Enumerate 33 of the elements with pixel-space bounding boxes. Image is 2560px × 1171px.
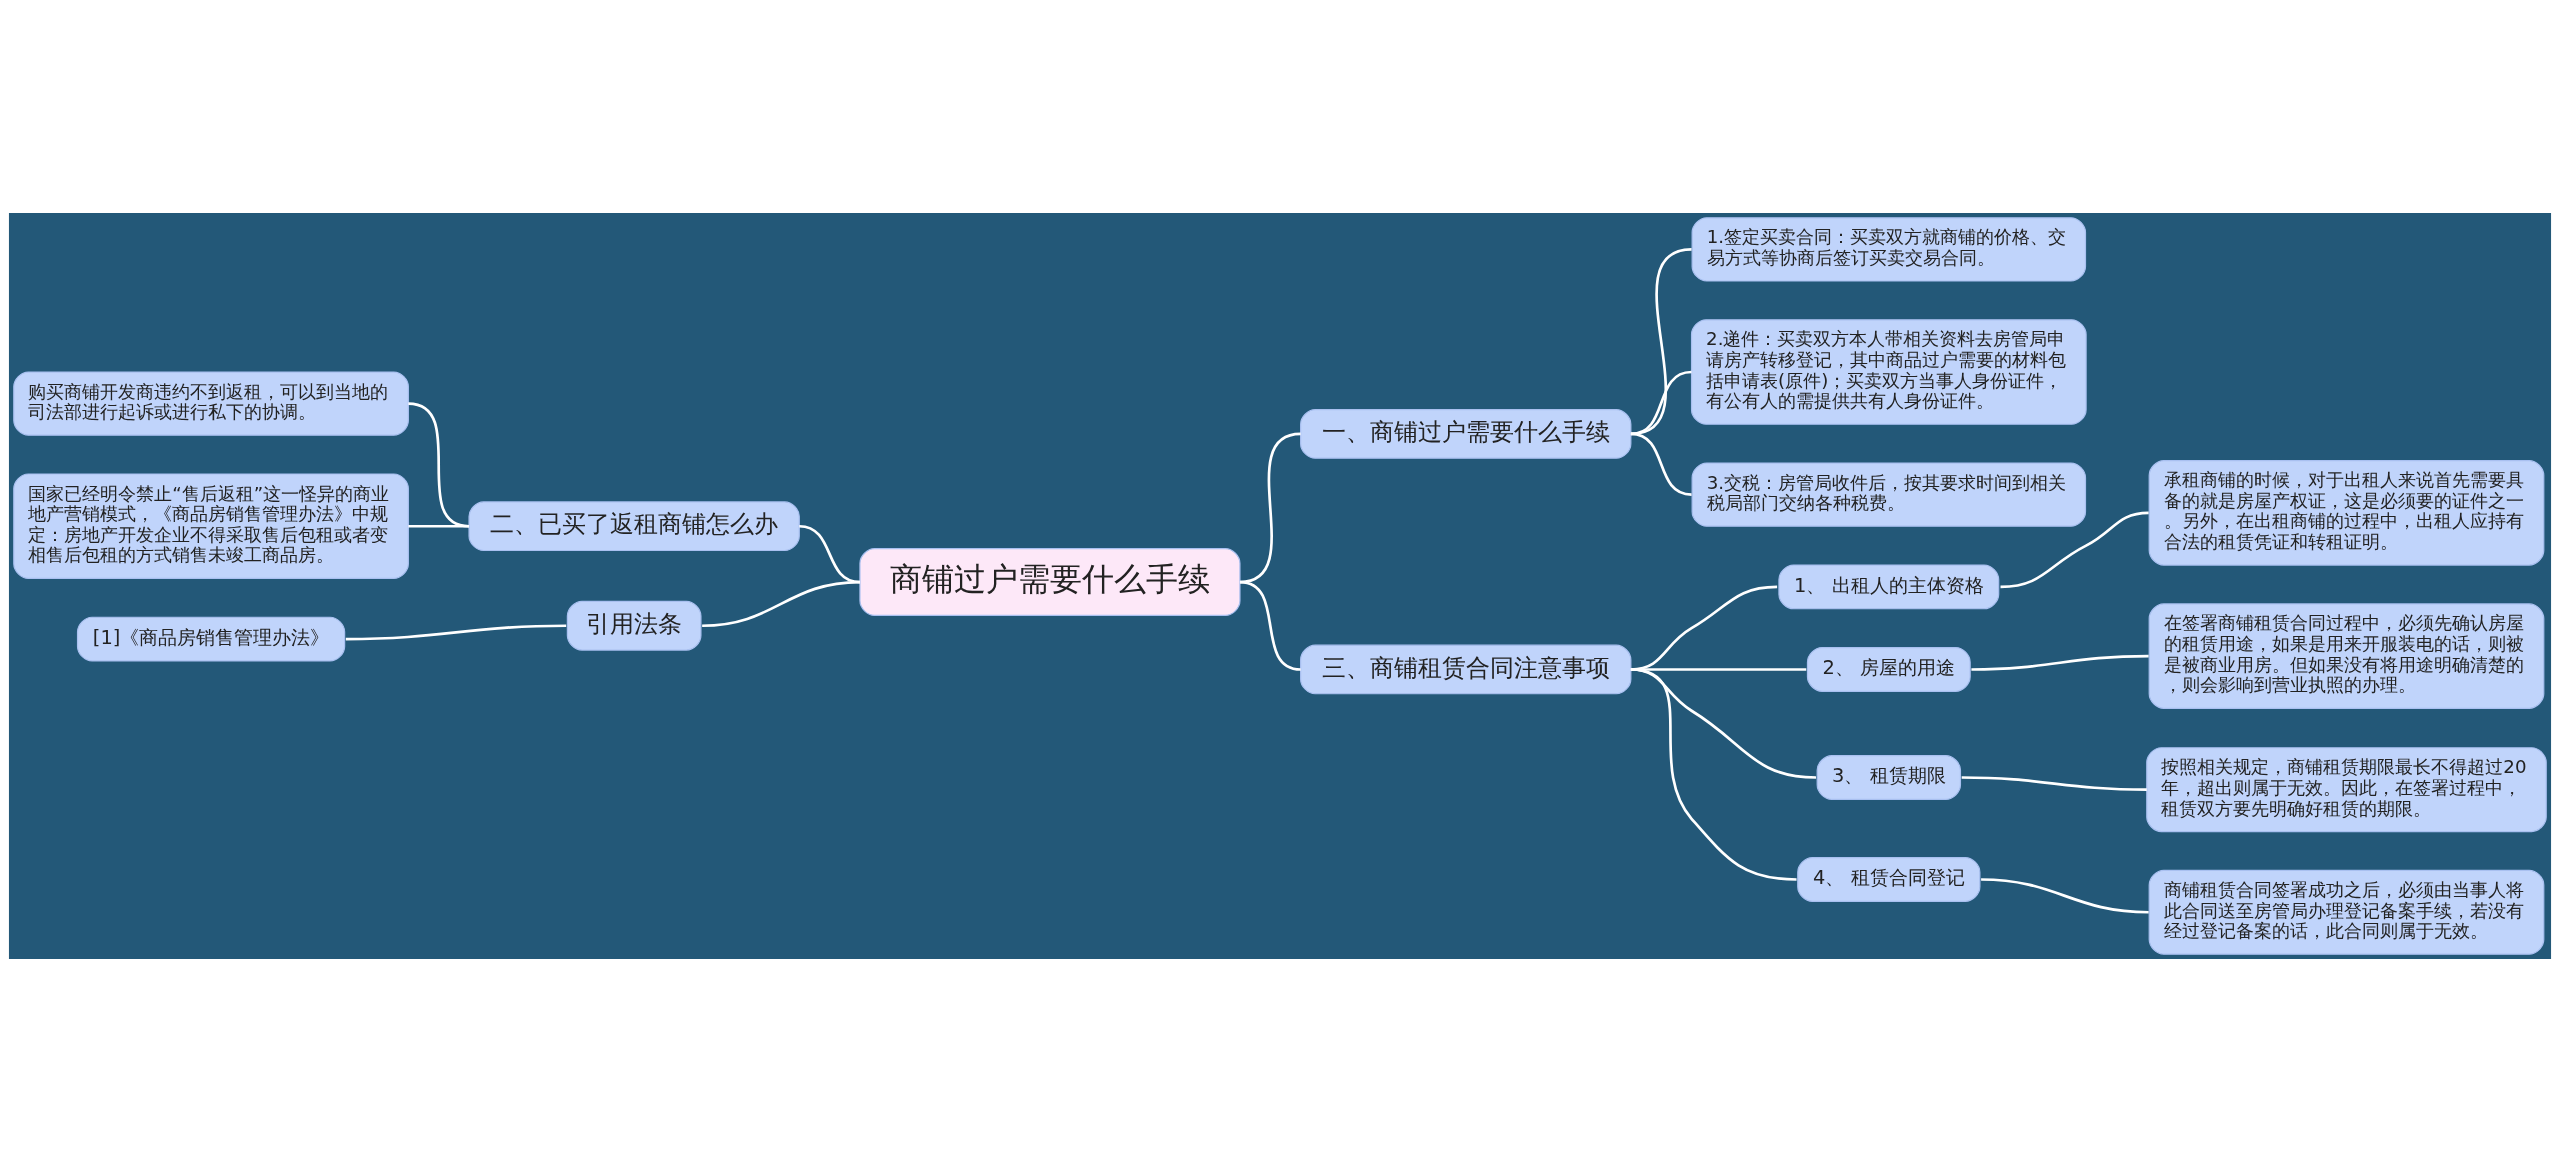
connector xyxy=(1981,877,2149,914)
node-box: 2、 房屋的用途 xyxy=(1806,646,1971,692)
node-box: 按照相关规定，商铺租赁期限最长不得超过20年，超出则属于无效。因此，在签署过程中，租赁双方要先明确好租赁的期限。 xyxy=(2146,746,2547,832)
connector xyxy=(1630,667,1797,881)
node-box: 1.签定买卖合同：买卖双方就商铺的价格、交易方式等协商后签订买卖交易合同。 xyxy=(1691,216,2087,282)
node-box: [1]《商品房销售管理办法》 xyxy=(76,616,346,662)
connector xyxy=(1630,432,1692,496)
connector xyxy=(2000,511,2149,588)
node-box: 3.交税：房管局收件后，按其要求时间到相关税局部门交纳各种税费。 xyxy=(1691,461,2087,527)
node-box: 1、 出租人的主体资格 xyxy=(1778,563,2000,609)
node-box: 三、商铺租赁合同注意事项 xyxy=(1300,644,1632,694)
node-box: 2.递件：买卖双方本人带相关资料去房管局申请房产转移登记，其中商品过户需要的材料包括申请表(原件)；买卖双方当事人身份证件，有公有人的需提供共有人身份证件。 xyxy=(1690,318,2087,425)
node-box: 二、已买了返租商铺怎么办 xyxy=(468,500,800,551)
connector xyxy=(1971,654,2149,671)
connector xyxy=(408,524,470,528)
node-box: 国家已经明令禁止“售后返租”这一怪异的商业地产营销模式，《商品房销售管理办法》中规定：房地产开发企业不得采取售后包租或者变相售后包租的方式销售未竣工商品房。 xyxy=(13,472,409,579)
connector xyxy=(799,524,861,583)
connector xyxy=(408,401,470,528)
node-box: 4、 租赁合同登记 xyxy=(1797,856,1981,902)
node-box: 承租商铺的时候，对于出租人来说首先需要具备的就是房屋产权证，这是必须要的证件之一。另外，在出租商铺的过程中，出租人应持有合法的租赁凭证和转租证明。 xyxy=(2148,459,2545,566)
connector xyxy=(702,580,861,627)
node-box: 商铺过户需要什么手续 xyxy=(859,547,1241,616)
connector xyxy=(1239,580,1301,671)
node-box: 3、 租赁期限 xyxy=(1816,754,1962,800)
connector xyxy=(1961,775,2147,791)
node-box: 商铺租赁合同签署成功之后，必须由当事人将此合同送至房管局办理登记备案手续，若没有经过登记备案的话，此合同则属于无效。 xyxy=(2148,869,2545,955)
node-box: 在签署商铺租赁合同过程中，必须先确认房屋的租赁用途，如果是用来开服装电的话，则被是被商业用房。但如果没有将用途明确清楚的，则会影响到营业执照的办理。 xyxy=(2148,602,2545,709)
connector xyxy=(345,623,567,640)
node-box: 引用法条 xyxy=(566,600,702,651)
node-box: 一、商铺过户需要什么手续 xyxy=(1300,408,1632,459)
connector xyxy=(1630,370,1692,435)
node-box: 购买商铺开发商违约不到返租，可以到当地的司法部进行起诉或进行私下的协调。 xyxy=(13,370,409,436)
connector xyxy=(1630,247,1692,435)
